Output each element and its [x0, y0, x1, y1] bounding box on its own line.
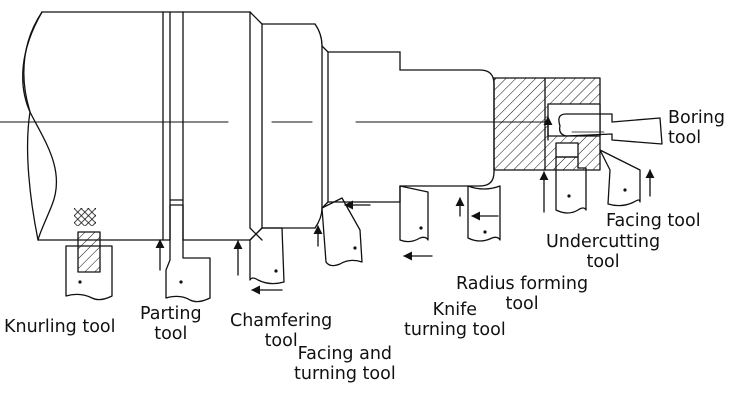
parting-tool [165, 204, 211, 303]
radius-label-line1: Radius forming [456, 274, 589, 294]
parting-tool-label: Parting tool [140, 304, 202, 344]
parting-label-line1: Parting [140, 304, 202, 324]
undercutting-tool-label: Undercutting tool [546, 232, 660, 272]
facing-tool [599, 149, 641, 207]
facing-tool-label: Facing tool [606, 211, 701, 231]
workpiece-outline [22, 11, 601, 241]
undercutting-tool [555, 156, 587, 214]
knurling-tool [65, 231, 113, 301]
facing-turning-tool [321, 197, 363, 267]
radius-label-line2: tool [505, 294, 539, 314]
radius-forming-tool [467, 185, 501, 242]
boring-label-line1: Boring [668, 108, 725, 128]
undercutting-label-line1: Undercutting [546, 232, 661, 252]
parting-label-line2: tool [154, 324, 188, 344]
chamfering-label-line1: Chamfering [230, 311, 333, 331]
undercutting-label-line2: tool [586, 252, 620, 272]
boring-tool-label: Boring tool [668, 108, 725, 148]
radius-forming-tool-label: Radius forming tool [456, 274, 588, 314]
knife-label-line1: Knife [432, 300, 478, 320]
boring-label-line2: tool [668, 128, 702, 148]
chamfering-tool [249, 227, 285, 285]
knife-label-line2: turning tool [404, 320, 506, 340]
knurl-pattern [74, 208, 96, 226]
boring-tool [558, 113, 663, 145]
chamfering-tool-label: Chamfering tool [230, 311, 332, 351]
knife-turning-tool [399, 185, 429, 243]
facing-turning-label-line2: turning tool [294, 364, 396, 384]
chamfering-label-line2: tool [264, 331, 298, 351]
facing-turning-label-line1: Facing and [297, 344, 393, 364]
facing-turning-tool-label: Facing and turning tool [294, 344, 396, 384]
knurling-tool-label: Knurling tool [4, 317, 116, 337]
knife-turning-tool-label: Knife turning tool [404, 300, 506, 340]
